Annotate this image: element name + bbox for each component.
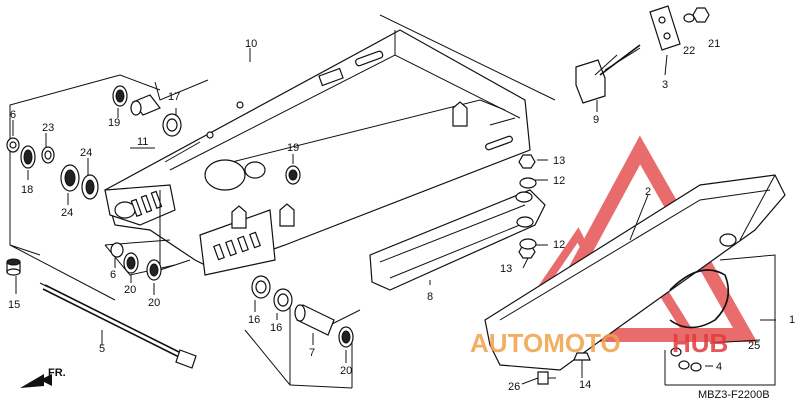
callout-6-top: 6: [10, 109, 16, 121]
callout-16-right: 16: [270, 322, 282, 334]
watermark-suffix-text: HUB: [672, 328, 728, 358]
callout-labels: 10 6 23 24 18 24 19 11 17 19 22 21 3 9 1…: [8, 38, 795, 393]
callout-25: 25: [748, 340, 760, 352]
callout-19-mid: 19: [287, 142, 299, 154]
diagram-code: MBZ3-F2200B: [698, 389, 770, 401]
callout-12-bottom: 12: [553, 239, 565, 251]
callout-10: 10: [245, 38, 257, 50]
callout-4: 3: [662, 79, 668, 91]
front-direction-arrow: [20, 374, 52, 388]
callout-2: 2: [645, 186, 651, 198]
callout-19-top: 19: [108, 117, 120, 129]
callout-20-right: 20: [340, 365, 352, 377]
chain-slider: [369, 154, 546, 291]
callout-3: 4: [716, 361, 722, 373]
lower-parts: [251, 275, 354, 348]
swingarm: [104, 29, 531, 276]
callout-8: 7: [309, 347, 315, 359]
callout-7: 9: [593, 114, 599, 126]
callout-20-mid: 20: [148, 297, 160, 309]
callout-24-top: 24: [80, 147, 92, 159]
callout-17: 17: [168, 91, 180, 103]
callout-14: 14: [579, 379, 591, 391]
callout-22: 22: [683, 45, 695, 57]
front-direction-label: FR.: [48, 367, 66, 379]
callout-15: 15: [8, 299, 20, 311]
callout-23: 23: [42, 122, 54, 134]
pivot-parts: [6, 85, 301, 281]
callout-11: 11: [137, 136, 148, 148]
callout-26: 26: [508, 381, 520, 393]
callout-6-bottom: 6: [110, 269, 116, 281]
chain-case: [484, 174, 786, 385]
callout-16-left: 16: [248, 314, 260, 326]
callout-12-top: 12: [553, 175, 565, 187]
leader-lines: [12, 48, 776, 385]
pivot-bolt: [39, 282, 197, 369]
callout-18: 18: [21, 184, 33, 196]
callout-5: 5: [99, 343, 105, 355]
callout-13-bottom: 13: [500, 263, 512, 275]
watermark-text: AUTOMOTO HUB: [470, 328, 728, 358]
callout-20-left: 20: [124, 284, 136, 296]
chain-adjuster: [575, 5, 710, 104]
watermark-main-text: AUTOMOTO: [470, 328, 621, 358]
callout-1: 1: [789, 314, 795, 326]
callout-21: 21: [708, 38, 720, 50]
callout-9: 8: [427, 291, 433, 303]
callout-24-bottom: 24: [61, 207, 73, 219]
callout-13-top: 13: [553, 155, 565, 167]
